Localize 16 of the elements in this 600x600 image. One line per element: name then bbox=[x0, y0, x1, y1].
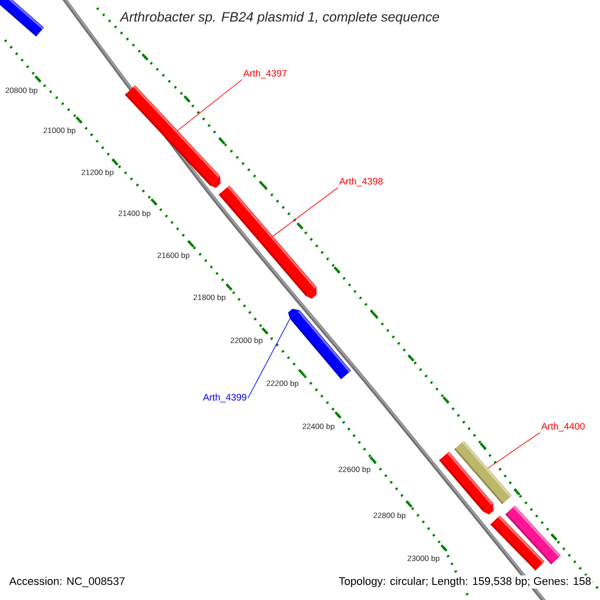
gene-bar bbox=[0, 0, 44, 37]
gene-label: Arth_4399 bbox=[202, 394, 246, 402]
leader-line bbox=[177, 79, 242, 131]
gene-bar bbox=[439, 452, 494, 515]
gene-label: Arth_4398 bbox=[339, 178, 383, 186]
gene-bar bbox=[124, 85, 221, 188]
leader-line bbox=[488, 432, 540, 469]
footer-text: Topology: circular; Length: 159,538 bp; Genes: 158 bbox=[337, 575, 593, 589]
leader-line bbox=[248, 318, 290, 398]
footer-text: Accession: NC_008537 bbox=[9, 576, 125, 588]
leader-line bbox=[272, 187, 338, 237]
gene-bar bbox=[288, 308, 351, 380]
gene-bar bbox=[505, 506, 561, 564]
title: Arthrobacter sp. FB24 plasmid 1, complete sequence bbox=[120, 12, 440, 24]
gene-label: Arth_4400 bbox=[541, 422, 585, 432]
gene-label: Arth_4397 bbox=[243, 70, 287, 78]
